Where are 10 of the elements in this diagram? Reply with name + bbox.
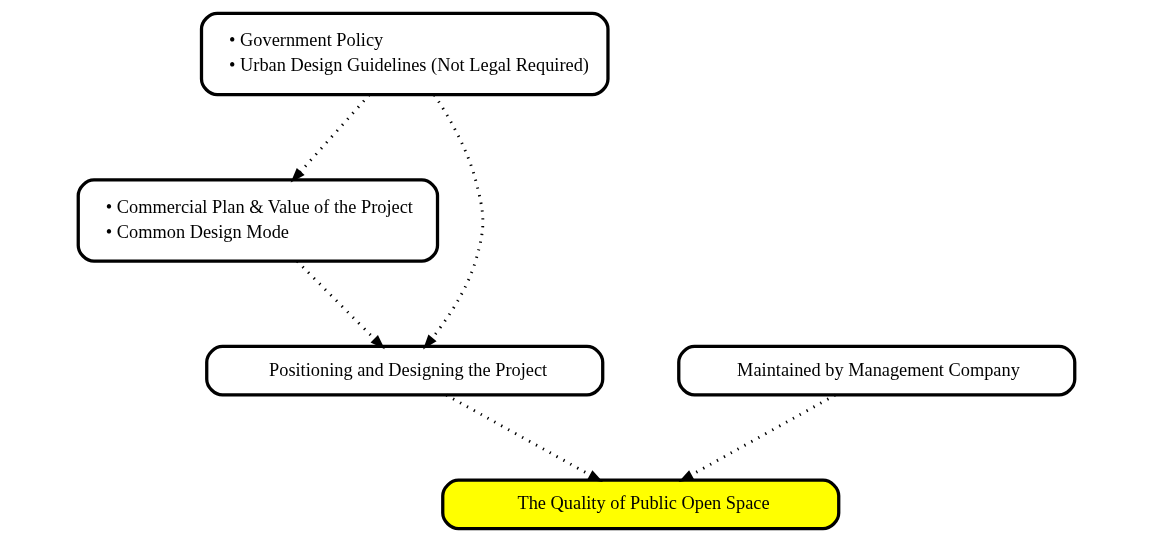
node-box: Maintained by Management Company [677, 344, 1077, 397]
arrow [423, 94, 485, 350]
node-box: • Commercial Plan & Value of the Project • Common Design Mode [76, 178, 440, 263]
node-box: The Quality of Public Open Space [441, 478, 841, 531]
arrow [445, 393, 603, 483]
node-box: • Government Policy • Urban Design Guidelines (Not Legal Required) [199, 11, 610, 97]
arrow [678, 393, 836, 483]
arrow [290, 94, 371, 183]
node-box: Positioning and Designing the Project [205, 344, 605, 397]
arrow [296, 260, 385, 350]
